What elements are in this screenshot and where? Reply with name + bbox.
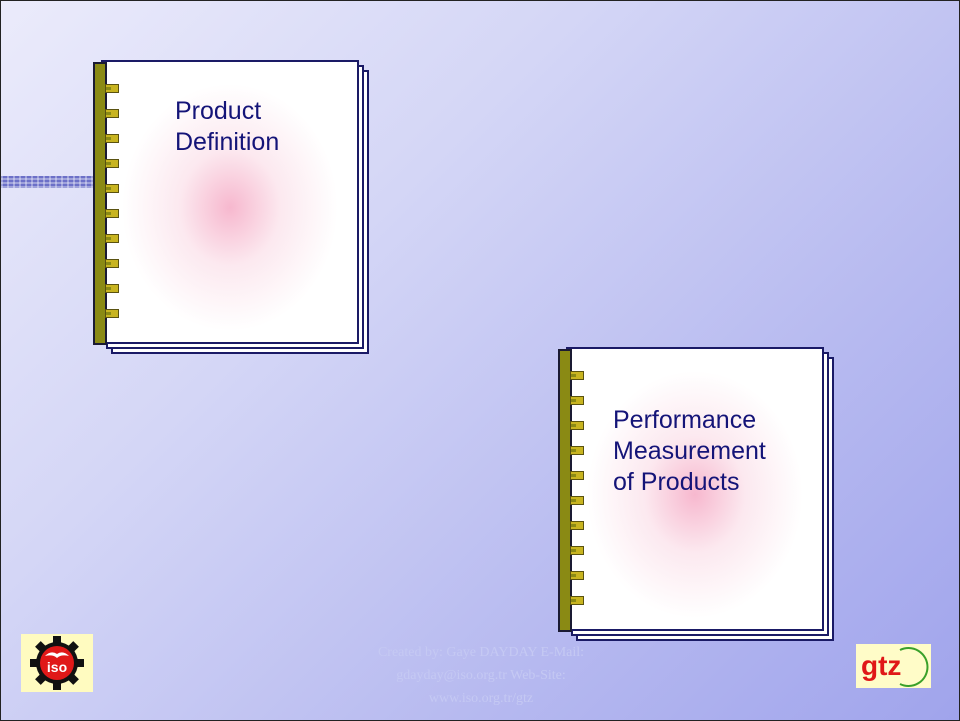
notebook-performance-measurement: Performance Measurement of Products bbox=[556, 343, 836, 643]
ring-icon bbox=[105, 84, 119, 93]
notebook-title: Performance Measurement of Products bbox=[613, 405, 766, 498]
footer-line: gdayday@iso.org.tr Web-Site: bbox=[396, 668, 566, 683]
ring-icon bbox=[105, 159, 119, 168]
notebook-title: Product Definition bbox=[175, 96, 279, 158]
notebook-front-page bbox=[101, 60, 359, 344]
ring-icon bbox=[570, 521, 584, 530]
gtz-logo-text: gtz bbox=[861, 650, 901, 681]
ring-icon bbox=[105, 234, 119, 243]
connector-line bbox=[1, 176, 93, 188]
notebook-spine bbox=[93, 62, 107, 345]
ring-icon bbox=[570, 546, 584, 555]
ring-icon bbox=[570, 596, 584, 605]
ring-icon bbox=[105, 259, 119, 268]
iso-gear-logo-icon: iso bbox=[30, 636, 84, 690]
iso-logo-text: iso bbox=[47, 659, 67, 675]
ring-icon bbox=[570, 371, 584, 380]
ring-icon bbox=[570, 571, 584, 580]
notebook-title-line: of Products bbox=[613, 468, 740, 496]
footer-line: www.iso.org.tr/gtz bbox=[428, 691, 534, 706]
ring-icon bbox=[105, 284, 119, 293]
iso-logo: iso bbox=[21, 634, 93, 692]
notebook-product-definition: Product Definition bbox=[91, 56, 371, 356]
notebook-title-line: Performance bbox=[613, 406, 757, 434]
notebook-title-line: Definition bbox=[175, 128, 280, 156]
ring-icon bbox=[105, 134, 119, 143]
ring-icon bbox=[570, 446, 584, 455]
ring-icon bbox=[570, 471, 584, 480]
notebook-title-line: Measurement bbox=[613, 437, 766, 465]
ring-icon bbox=[105, 109, 119, 118]
ring-icon bbox=[105, 209, 119, 218]
notebook-front-page bbox=[566, 347, 824, 631]
gtz-logo-icon: gtz bbox=[861, 647, 929, 687]
ring-icon bbox=[570, 396, 584, 405]
ring-icon bbox=[105, 184, 119, 193]
gtz-logo: gtz bbox=[856, 644, 931, 688]
ring-icon bbox=[105, 309, 119, 318]
footer-line: Created by: Gaye DAYDAY E-Mail: bbox=[377, 645, 585, 660]
footer-credits: Created by: Gaye DAYDAY E-Mail: gdayday@… bbox=[301, 641, 661, 710]
ring-icon bbox=[570, 421, 584, 430]
ring-icon bbox=[570, 496, 584, 505]
notebook-title-line: Product bbox=[175, 97, 262, 125]
notebook-spine bbox=[558, 349, 572, 632]
